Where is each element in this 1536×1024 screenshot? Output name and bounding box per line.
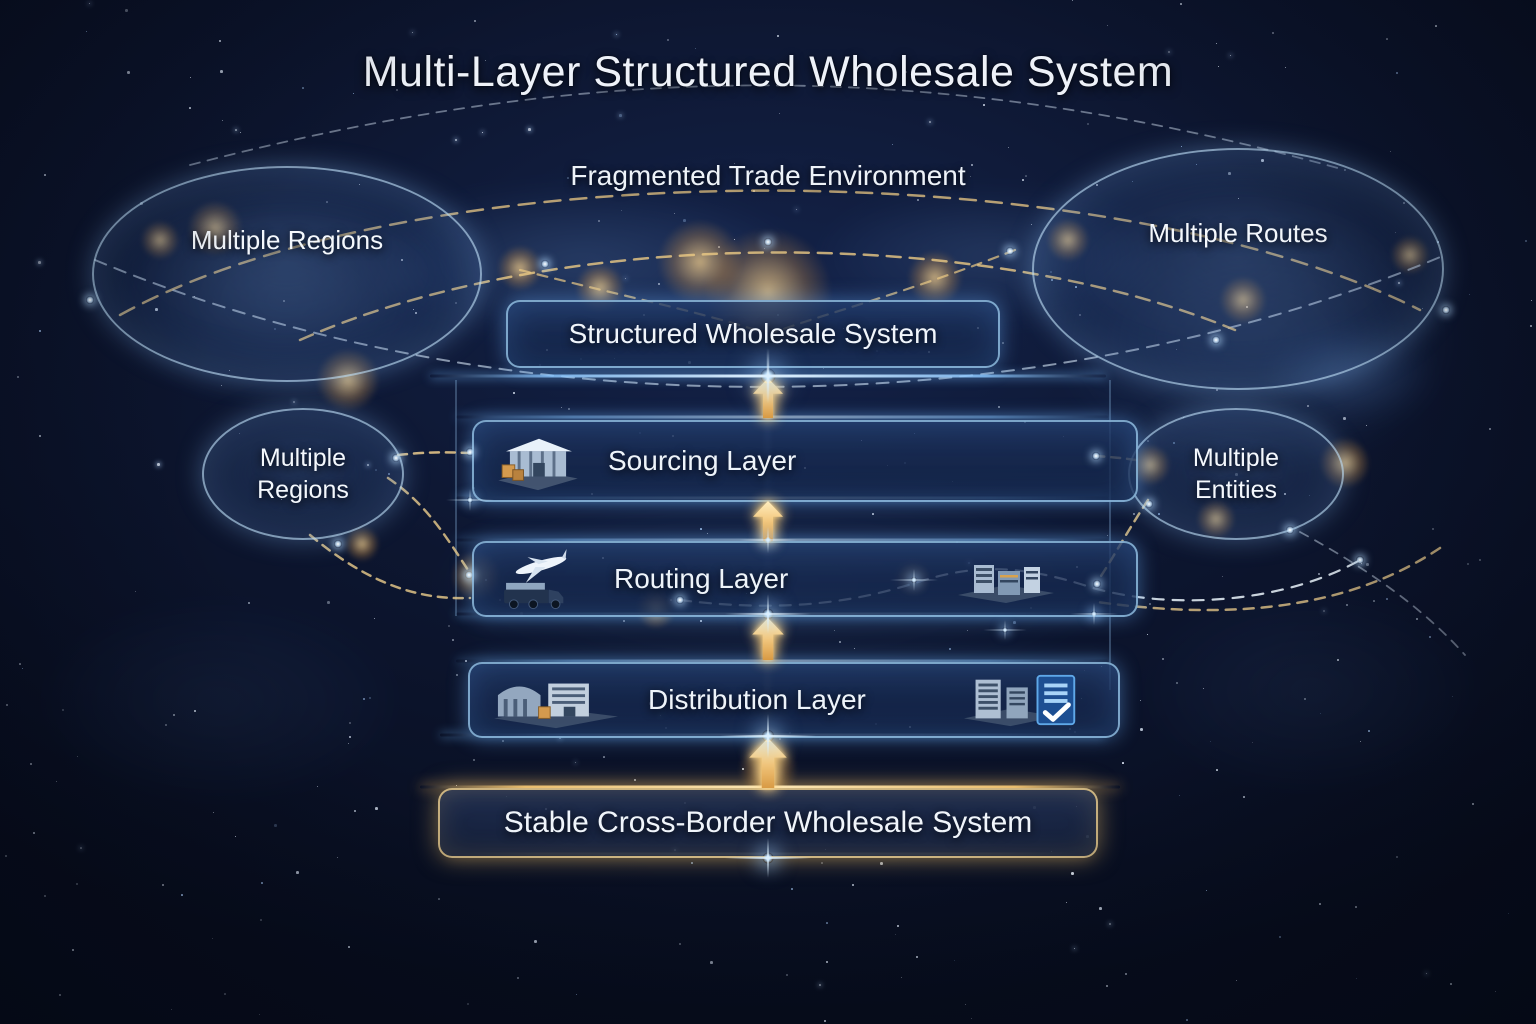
star-glint [762, 852, 774, 864]
layer-box-distribution: Distribution Layer [468, 662, 1120, 738]
warehouse-icon [498, 438, 578, 491]
route-node [1286, 526, 1294, 534]
star-glint [760, 368, 776, 384]
route-node [1356, 556, 1364, 564]
bubble-multiple-routes: Multiple Routes [1032, 148, 1444, 390]
route-node [764, 238, 772, 246]
bubble-label-line: Multiple [259, 443, 347, 472]
bubble-label: Multiple Regions [257, 442, 349, 507]
bubble-multiple-entities: Multiple Entities [1128, 408, 1344, 540]
bubble-label: Multiple Routes [1148, 217, 1328, 248]
bubble-label: Multiple Regions [190, 224, 384, 255]
route-node [465, 571, 473, 579]
layer-label: Distribution Layer [648, 684, 866, 715]
route-node [392, 454, 400, 462]
layer-label: Routing Layer [614, 563, 789, 594]
bubble-multiple-regions-mid: Multiple Regions [202, 408, 404, 540]
star-glint [764, 536, 772, 544]
buildings-document-icon [963, 674, 1076, 727]
node-structured-wholesale-system: Structured Wholesale System [506, 300, 1000, 368]
route-node [1212, 336, 1220, 344]
bubble-multiple-regions-top: Multiple Regions [92, 166, 482, 382]
warehouses-icon [494, 683, 618, 729]
star-glint [467, 497, 473, 503]
route-node [1006, 247, 1014, 255]
node-label: Structured Wholesale System [568, 318, 938, 349]
route-node [1093, 580, 1101, 588]
route-node [466, 448, 474, 456]
route-node [1145, 500, 1153, 508]
route-node [334, 540, 342, 548]
star-glint [762, 730, 774, 742]
route-node [541, 260, 549, 268]
bubble-label-line: Multiple [1192, 443, 1280, 472]
airplane-truck-icon [504, 548, 567, 610]
layer-box-sourcing: Sourcing Layer [472, 420, 1138, 502]
layer-label: Sourcing Layer [608, 445, 797, 476]
star-glint [1091, 611, 1097, 617]
star-glint [1002, 627, 1008, 633]
star-glint [911, 577, 917, 583]
route-node [1442, 306, 1450, 314]
route-node [86, 296, 94, 304]
page-title: Multi-Layer Structured Wholesale System [362, 48, 1174, 96]
route-node [676, 596, 684, 604]
node-label: Stable Cross-Border Wholesale System [503, 806, 1033, 839]
route-node [1092, 452, 1100, 460]
depot-icon [958, 565, 1054, 603]
bubble-label: Multiple Entities [1193, 442, 1279, 507]
bubble-label-line: Entities [1195, 476, 1277, 504]
bubble-label-line: Regions [257, 476, 349, 504]
layer-box-routing: Routing Layer [472, 541, 1138, 617]
star-glint [762, 608, 774, 620]
